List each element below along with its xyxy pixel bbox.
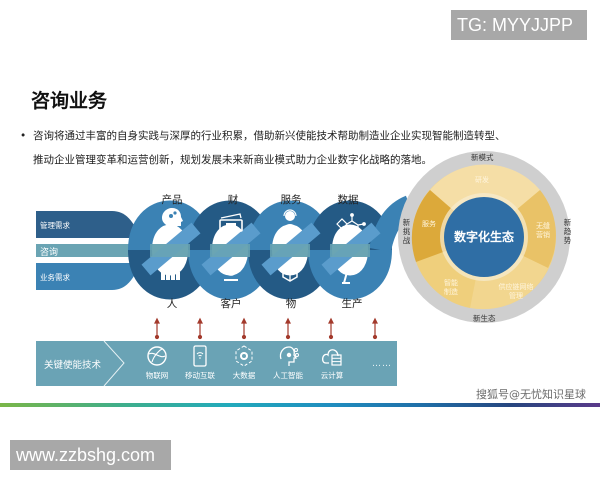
bottom-label-customer: 客户 <box>220 298 242 310</box>
bottom-label-people: 人 <box>166 298 178 310</box>
enabling-tech-title: 关键使能技术 <box>44 360 102 371</box>
ring-label-new-model: 新模式 <box>471 153 494 162</box>
tg-watermark-badge: TG: MYYJJPP <box>451 10 587 40</box>
band-label-consulting: 咨询 <box>40 248 59 258</box>
box-icon <box>282 263 298 282</box>
intro-paragraph: • 咨询将通过丰富的自身实践与深厚的行业积累，借助新兴使能技术帮助制造业企业实现… <box>20 124 580 172</box>
tech-label-cloud: 云计算 <box>320 371 344 380</box>
ring-label-new-challenge: 新挑战 <box>402 218 411 245</box>
tech-item-mobile: 移动互联 <box>175 345 225 381</box>
band-consulting <box>36 244 146 257</box>
band-label-management: 管理需求 <box>40 221 70 230</box>
connector-arrows <box>154 317 378 340</box>
source-watermark: 搜狐号@无忧知识星球 <box>476 388 586 401</box>
bottom-label-production: 生产 <box>341 298 363 310</box>
ring-label-new-trend: 新趋势 <box>563 218 572 245</box>
head-gears-icon <box>162 208 183 230</box>
helix-lobes <box>128 195 415 300</box>
gradient-divider <box>0 403 600 407</box>
ai-head-icon <box>279 346 299 366</box>
tech-item-bigdata: 大数据 <box>219 345 269 381</box>
tech-label-ai: 人工智能 <box>273 371 303 380</box>
intro-line-1: 咨询将通过丰富的自身实践与深厚的行业积累，借助新兴使能技术帮助制造业企业实现智能… <box>33 130 506 142</box>
cloud-server-icon <box>321 349 342 366</box>
top-label-data: 数据 <box>337 194 359 206</box>
band-management-demand <box>36 211 140 238</box>
tech-item-ai: 人工智能 <box>263 345 313 381</box>
people-icon <box>161 267 180 280</box>
band-business-demand <box>36 263 140 290</box>
segment-rd: 研发 <box>475 176 489 184</box>
chevron-divider <box>103 341 125 386</box>
data-network-icon <box>336 213 366 230</box>
top-label-finance: 财 <box>227 194 239 206</box>
intro-line-2: 推动企业管理变革和运营创新，规划发展未来新商业模式助力企业数字化战略的落地。 <box>33 154 432 166</box>
tech-more-ellipsis: …… <box>372 359 392 369</box>
globe-network-icon <box>147 346 167 366</box>
bottom-label-things: 物 <box>285 298 297 310</box>
page-title: 咨询业务 <box>31 90 108 112</box>
band-label-business: 业务需求 <box>40 273 70 282</box>
segment-smart-manufacturing: 智能制造 <box>444 279 458 296</box>
segment-service: 服务 <box>422 220 436 228</box>
robot-arm-icon <box>342 264 359 284</box>
ring-label-new-ecosystem: 新生态 <box>473 314 496 323</box>
tech-label-bigdata: 大数据 <box>232 371 256 380</box>
tech-item-cloud: 云计算 <box>307 345 357 381</box>
top-label-product: 产品 <box>161 194 183 206</box>
top-label-service: 服务 <box>280 194 302 206</box>
enabling-tech-bar: 关键使能技术 物联网 移动互联 大数据 人工智能 <box>36 341 397 386</box>
tech-label-mobile: 移动互联 <box>185 371 215 380</box>
ecosystem-center-label: 数字化生态 <box>453 230 514 244</box>
customer-service-icon <box>282 209 298 233</box>
tech-label-iot: 物联网 <box>145 371 169 380</box>
tech-item-iot: 物联网 <box>132 345 182 381</box>
big-data-icon <box>235 345 253 367</box>
ecosystem-wheel <box>398 151 570 323</box>
segment-seamless-marketing: 无缝营销 <box>536 222 550 239</box>
bullet-icon: • <box>20 130 27 142</box>
segment-supply-chain: 供应链网络管理 <box>498 283 534 300</box>
customer-group-icon <box>221 264 241 281</box>
url-watermark-badge: www.zzbshg.com <box>10 440 171 470</box>
mobile-wifi-icon <box>193 345 207 367</box>
money-icon <box>219 213 243 232</box>
